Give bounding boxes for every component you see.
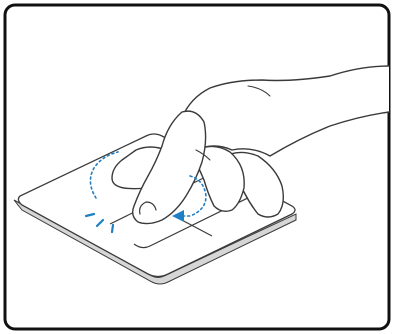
touchpad-rotate-gesture-illustration <box>0 0 394 334</box>
